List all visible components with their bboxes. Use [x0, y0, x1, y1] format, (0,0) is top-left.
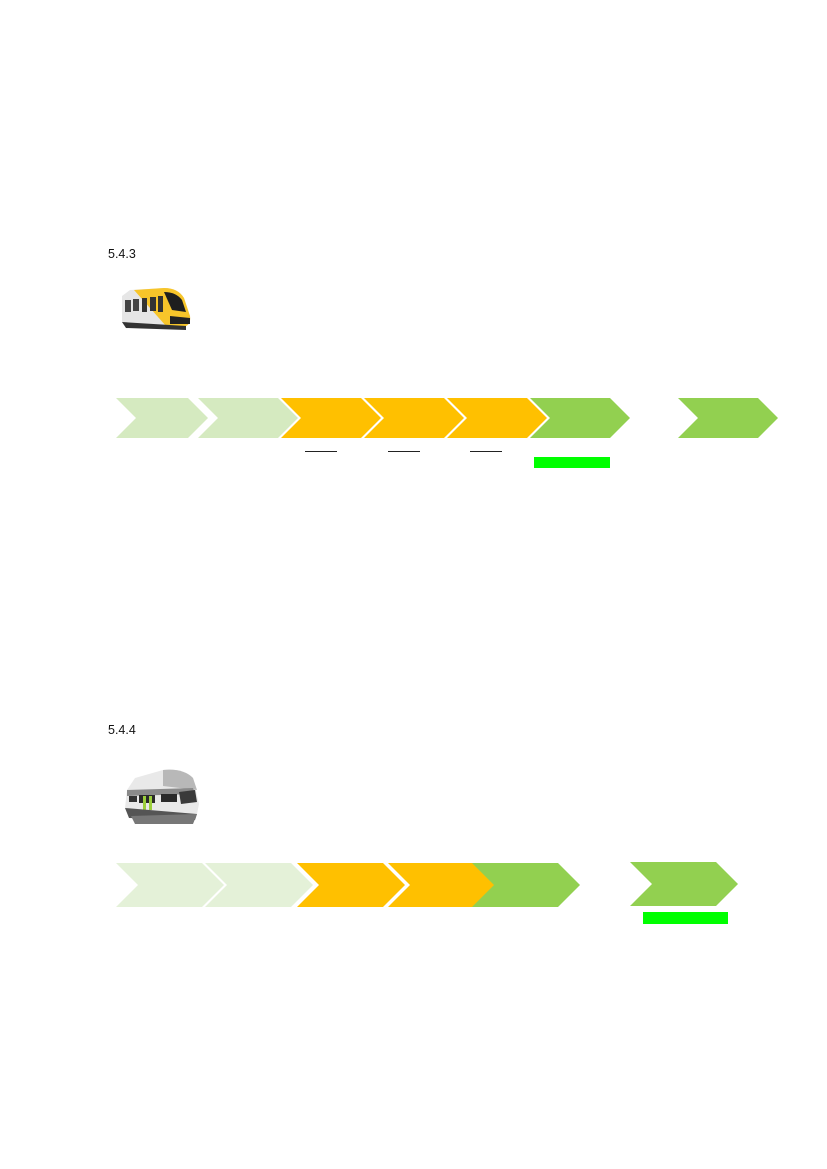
chevron-step [205, 863, 313, 907]
yellow-train-icon [120, 286, 192, 332]
highlight-mark [643, 912, 728, 924]
underline-mark [305, 451, 337, 452]
chevron-step [116, 863, 224, 907]
chevron-step [388, 863, 496, 907]
white-train-icon [123, 768, 201, 824]
chevron-step [364, 398, 464, 438]
chevron-step [198, 398, 298, 438]
chevron-step [447, 398, 547, 438]
section-number: 5.4.4 [108, 723, 136, 737]
chevron-step [281, 398, 381, 438]
chevron-step [678, 398, 778, 438]
chevron-step [530, 398, 630, 438]
chevron-step [297, 863, 405, 907]
chevron-step [630, 862, 738, 906]
highlight-mark [534, 457, 610, 468]
section-number: 5.4.3 [108, 247, 136, 261]
chevron-step [472, 863, 580, 907]
underline-mark [470, 451, 502, 452]
underline-mark [388, 451, 420, 452]
chevron-step [116, 398, 208, 438]
